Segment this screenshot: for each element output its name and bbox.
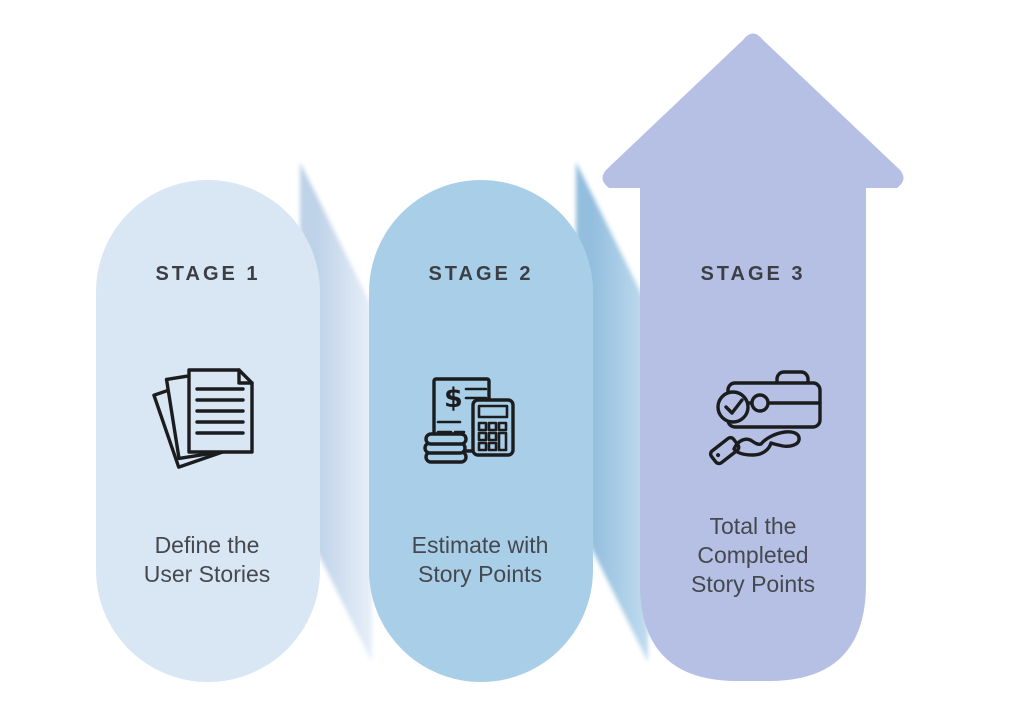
briefcase-hand-check-icon bbox=[686, 354, 822, 480]
dollar-glyph: $ bbox=[444, 383, 463, 414]
invoice-calculator-icon: $ bbox=[420, 362, 530, 474]
stage1-title: STAGE 1 bbox=[155, 263, 261, 285]
stage2-title: STAGE 2 bbox=[428, 263, 534, 285]
connector-ribbon-2-3 bbox=[576, 162, 648, 662]
documents-icon bbox=[150, 355, 270, 480]
stage3-caption: Total the Completed Story Points bbox=[691, 513, 815, 597]
stage3-arrow bbox=[602, 33, 904, 681]
stage1-caption: Define the User Stories bbox=[143, 532, 271, 587]
stage2-caption: Estimate with Story Points bbox=[411, 532, 549, 587]
stage3-title: STAGE 3 bbox=[700, 263, 806, 285]
